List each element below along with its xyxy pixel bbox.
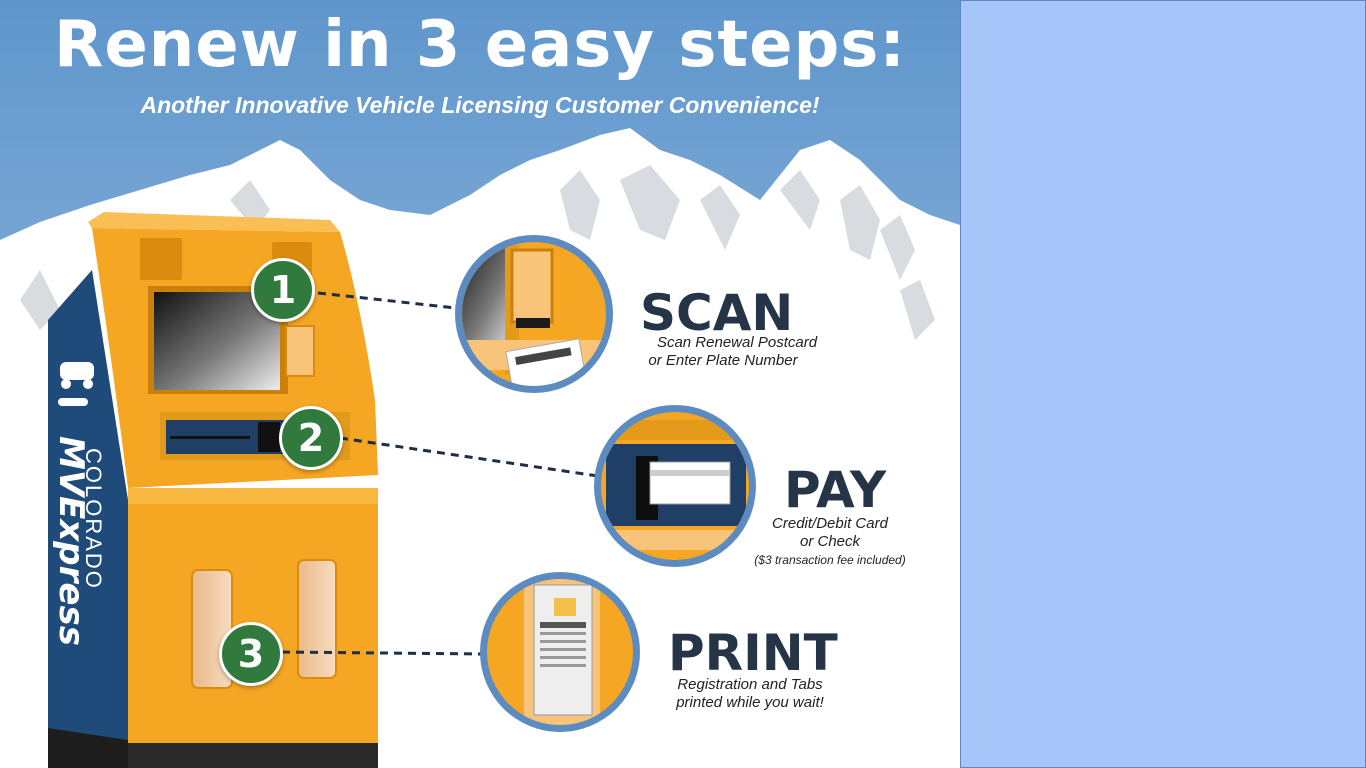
step-3-title: PRINT <box>668 624 838 682</box>
kiosk-lower-body <box>128 488 378 743</box>
step-3-illustration <box>480 572 640 732</box>
step-1-illustration <box>455 235 613 393</box>
kiosk-lower-highlight <box>128 488 378 504</box>
kiosk-speaker-left <box>140 238 182 280</box>
kiosk-base <box>48 728 128 768</box>
mountain-shading <box>20 165 935 340</box>
kiosk-card-reader <box>258 422 280 452</box>
connector-1 <box>317 291 457 310</box>
kiosk-side-panel <box>48 270 128 768</box>
brand-name-text: MVExpress <box>51 436 91 646</box>
page-title: Renew in 3 easy steps: <box>54 8 906 82</box>
step-2-illustration <box>594 405 756 567</box>
step-1-title: SCAN <box>640 284 794 342</box>
kiosk-top-face <box>88 212 340 232</box>
connector-3 <box>281 650 485 656</box>
step-1-desc-line-1: Scan Renewal Postcard <box>656 334 818 351</box>
kiosk-scanner <box>285 325 315 377</box>
step-2-number-badge: 2 <box>279 406 343 470</box>
step-3-desc-line-1: Registration and Tabs <box>677 676 823 693</box>
step-1-number-badge: 1 <box>251 258 315 322</box>
mvexpress-logo-text: COLORADO MVExpress <box>51 436 106 646</box>
step-1-desc-line-2: or Enter Plate Number <box>648 352 798 369</box>
connector-2 <box>339 436 599 478</box>
step-2-fee-note: ($3 transaction fee included) <box>754 553 906 567</box>
step-2-desc-line-2: or Check <box>799 533 861 550</box>
step-2-desc-line-1: Credit/Debit Card <box>772 515 888 532</box>
kiosk: COLORADO MVExpress <box>48 212 378 768</box>
page-subtitle: Another Innovative Vehicle Licensing Cus… <box>140 92 820 118</box>
kiosk-print-slot-right <box>297 559 337 679</box>
connectors <box>281 291 599 656</box>
step-2-title: PAY <box>784 461 887 519</box>
brand-state-text: COLORADO <box>81 448 106 590</box>
mvexpress-car-logo <box>58 362 94 406</box>
step-3-number-badge: 3 <box>219 622 283 686</box>
step-3-desc-line-2: printed while you wait! <box>676 694 824 711</box>
blank-slide-panel <box>960 0 1366 768</box>
kiosk-foot <box>128 742 378 768</box>
poster: Renew in 3 easy steps: Another Innovativ… <box>0 0 960 768</box>
